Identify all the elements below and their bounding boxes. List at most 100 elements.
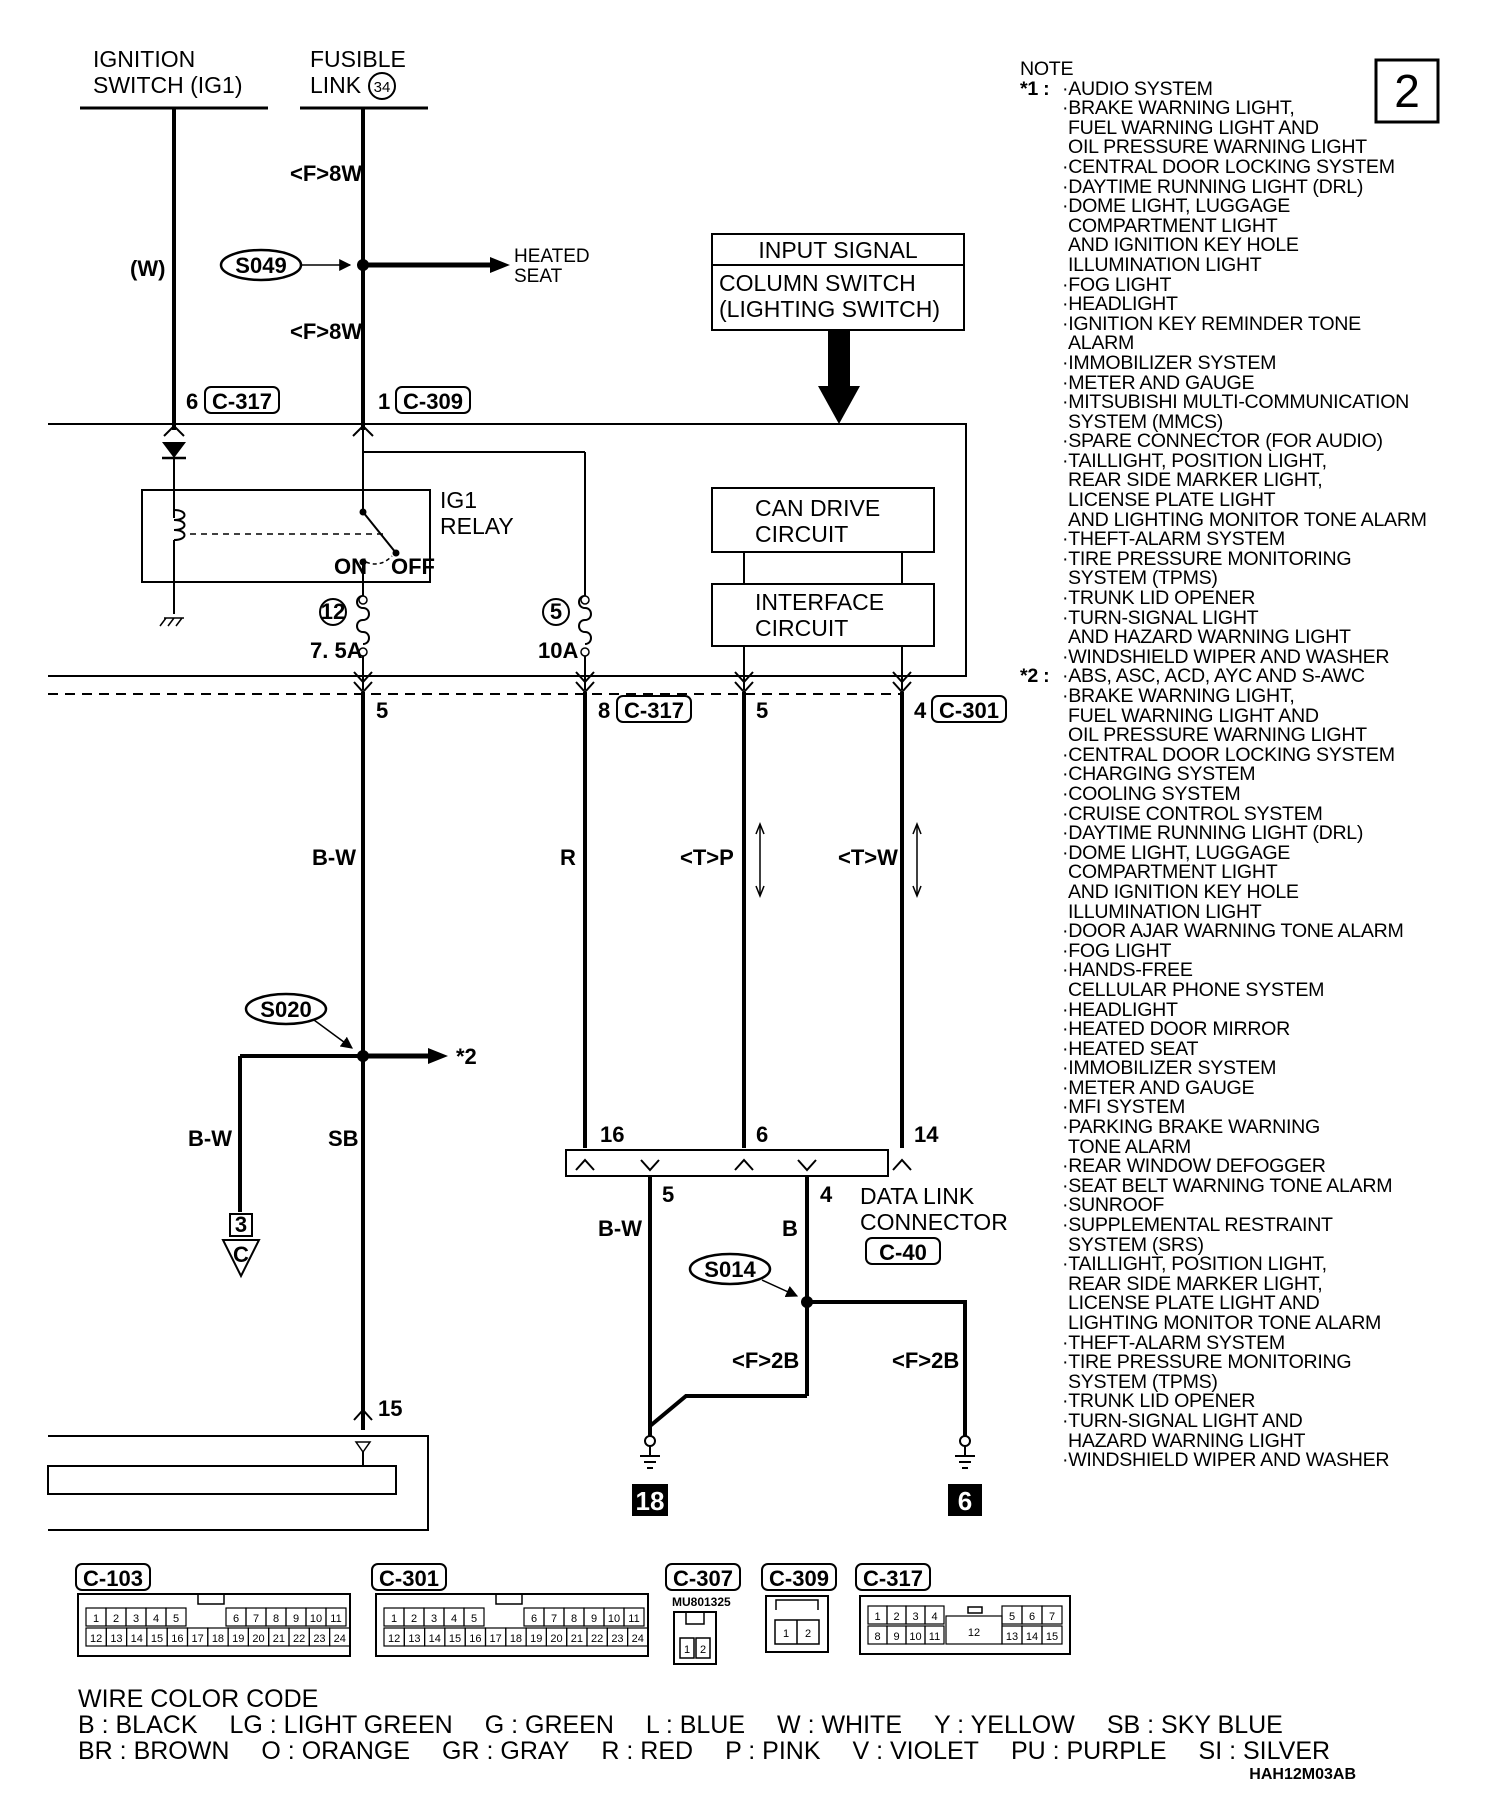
note-item: ·CENTRAL DOOR LOCKING SYSTEM xyxy=(1062,155,1395,178)
pin-16-dlc: 16 xyxy=(600,1122,624,1147)
pin-number: 8 xyxy=(571,1613,577,1625)
note-item: ·IGNITION KEY REMINDER TONE xyxy=(1062,312,1361,335)
pin-cell xyxy=(1041,1605,1063,1625)
svg-text:LINK: LINK xyxy=(310,72,362,98)
svg-text:(LIGHTING SWITCH): (LIGHTING SWITCH) xyxy=(719,296,940,322)
svg-text:10A: 10A xyxy=(538,638,578,663)
pin-number: 14 xyxy=(131,1633,143,1645)
note-item: ·DAYTIME RUNNING LIGHT (DRL) xyxy=(1062,175,1364,198)
ground-6: 6 xyxy=(948,1435,982,1516)
splice-s014: S014 xyxy=(688,1252,813,1308)
fuse-12: 12 7. 5A xyxy=(310,595,370,663)
note-item: ·CENTRAL DOOR LOCKING SYSTEM xyxy=(1062,743,1395,766)
svg-text:CIRCUIT: CIRCUIT xyxy=(755,521,848,547)
ig1-relay: ON OFF xyxy=(141,489,435,627)
svg-text:*2: *2 xyxy=(456,1044,477,1069)
pin-number: 2 xyxy=(411,1613,417,1625)
svg-text:C-309: C-309 xyxy=(769,1566,829,1591)
pin-number: 4 xyxy=(153,1613,159,1625)
svg-text:S014: S014 xyxy=(704,1257,756,1282)
can-drive-circuit: CAN DRIVE CIRCUIT xyxy=(711,487,935,553)
pin-number: 2 xyxy=(893,1611,899,1623)
wire-label-bw-dlc: B-W xyxy=(598,1216,642,1241)
note-item: ILLUMINATION LIGHT xyxy=(1068,253,1262,276)
note-item: ·HEATED SEAT xyxy=(1062,1037,1199,1060)
svg-text:CAN DRIVE: CAN DRIVE xyxy=(755,495,880,521)
note-item: ·DOME LIGHT, LUGGAGE xyxy=(1062,195,1291,218)
note-item: REAR SIDE MARKER LIGHT, xyxy=(1068,469,1323,492)
note-item: ·DAYTIME RUNNING LIGHT (DRL) xyxy=(1062,822,1364,845)
pin-8-c317: 8 xyxy=(598,698,610,723)
pin-number: 21 xyxy=(273,1633,285,1645)
pin-number: 13 xyxy=(408,1633,420,1645)
note-item: ·BRAKE WARNING LIGHT, xyxy=(1062,97,1295,120)
note-item: LIGHTING MONITOR TONE ALARM xyxy=(1068,1312,1382,1334)
svg-text:INTERFACE: INTERFACE xyxy=(755,589,884,615)
pin-number: 6 xyxy=(1029,1611,1035,1623)
note-item: ·BRAKE WARNING LIGHT, xyxy=(1062,685,1295,707)
bidirectional-arrow-tw xyxy=(912,821,922,899)
pin-number: 12 xyxy=(90,1633,102,1645)
dlc-name: DATA LINK xyxy=(860,1183,975,1209)
notes-groups: *1 :·AUDIO SYSTEM·BRAKE WARNING LIGHT, F… xyxy=(1018,79,1498,1471)
legend-entry: R : RED xyxy=(601,1737,694,1765)
svg-text:2: 2 xyxy=(805,1628,811,1640)
data-link-connector xyxy=(565,1149,912,1177)
wire-bw-ground xyxy=(648,1176,807,1431)
note-item: ·FOG LIGHT xyxy=(1062,273,1172,296)
pin-number: 16 xyxy=(469,1633,481,1645)
svg-text:ON: ON xyxy=(334,554,367,579)
pin-number: 23 xyxy=(313,1633,325,1645)
pin-number: 1 xyxy=(93,1613,99,1625)
pin-number: 6 xyxy=(531,1613,537,1625)
connector-label-c301-pinout: C-301 xyxy=(371,1563,447,1591)
note-item: ·THEFT-ALARM SYSTEM xyxy=(1062,528,1285,551)
svg-text:C-317: C-317 xyxy=(624,698,684,723)
svg-text:C: C xyxy=(233,1242,249,1267)
note-item: ·CHARGING SYSTEM xyxy=(1062,763,1256,786)
note-item: ALARM xyxy=(1068,332,1135,355)
pin-number: 1 xyxy=(391,1613,397,1625)
note-item: CELLULAR PHONE SYSTEM xyxy=(1068,978,1325,1001)
note-item: ·HEADLIGHT xyxy=(1062,293,1178,316)
ignition-switch-source: IGNITION SWITCH (IG1) xyxy=(80,46,268,110)
pin-5-can: 5 xyxy=(756,698,768,723)
note-item: ·SUNROOF xyxy=(1062,1194,1165,1217)
pin-number: 2 xyxy=(113,1613,119,1625)
pin-number: 11 xyxy=(929,1631,940,1643)
page-number: 2 xyxy=(1394,65,1420,117)
note-item: ·MITSUBISHI MULTI-COMMUNICATION xyxy=(1062,391,1409,414)
pin-number: 13 xyxy=(110,1633,122,1645)
svg-text:S049: S049 xyxy=(235,253,286,278)
connector-label-c309: C-309 xyxy=(395,386,471,414)
note-group: *2 :·ABS, ASC, ACD, AYC AND S-AWC·BRAKE … xyxy=(1018,667,1498,1470)
input-signal-box: INPUT SIGNAL COLUMN SWITCH (LIGHTING SWI… xyxy=(711,233,965,424)
note-item: ·TRUNK LID OPENER xyxy=(1062,587,1256,610)
note-item: ·DOME LIGHT, LUGGAGE xyxy=(1062,841,1291,864)
notes-panel: NOTE *1 :·AUDIO SYSTEM·BRAKE WARNING LIG… xyxy=(1018,59,1498,1471)
pin-number: 10 xyxy=(909,1631,921,1643)
pin-number: 17 xyxy=(490,1633,502,1645)
pin-number: 12 xyxy=(968,1627,980,1639)
svg-text:C-40: C-40 xyxy=(879,1240,927,1265)
legend-entry: GR : GRAY xyxy=(442,1737,570,1765)
note-item: SYSTEM (TPMS) xyxy=(1068,1370,1218,1393)
pin-number: 16 xyxy=(171,1633,183,1645)
pin-number: 14 xyxy=(429,1633,441,1645)
legend-entry: LG : LIGHT GREEN xyxy=(229,1711,453,1739)
svg-text:OFF: OFF xyxy=(391,554,435,579)
wire-label-f2b-left: <F>2B xyxy=(732,1348,799,1373)
pin-number: 9 xyxy=(893,1631,899,1643)
pin-6-dlc: 6 xyxy=(756,1122,768,1147)
note-item: ·THEFT-ALARM SYSTEM xyxy=(1062,1331,1285,1354)
svg-text:C-309: C-309 xyxy=(403,389,463,414)
pin-number: 20 xyxy=(252,1633,264,1645)
pin-cell xyxy=(924,1625,945,1645)
pin-number: 15 xyxy=(1046,1631,1058,1643)
pin-number: 10 xyxy=(310,1613,322,1625)
note-item: TONE ALARM xyxy=(1068,1135,1191,1158)
note-item: ·WINDSHIELD WIPER AND WASHER xyxy=(1062,1449,1390,1472)
pin-number: 8 xyxy=(273,1613,279,1625)
